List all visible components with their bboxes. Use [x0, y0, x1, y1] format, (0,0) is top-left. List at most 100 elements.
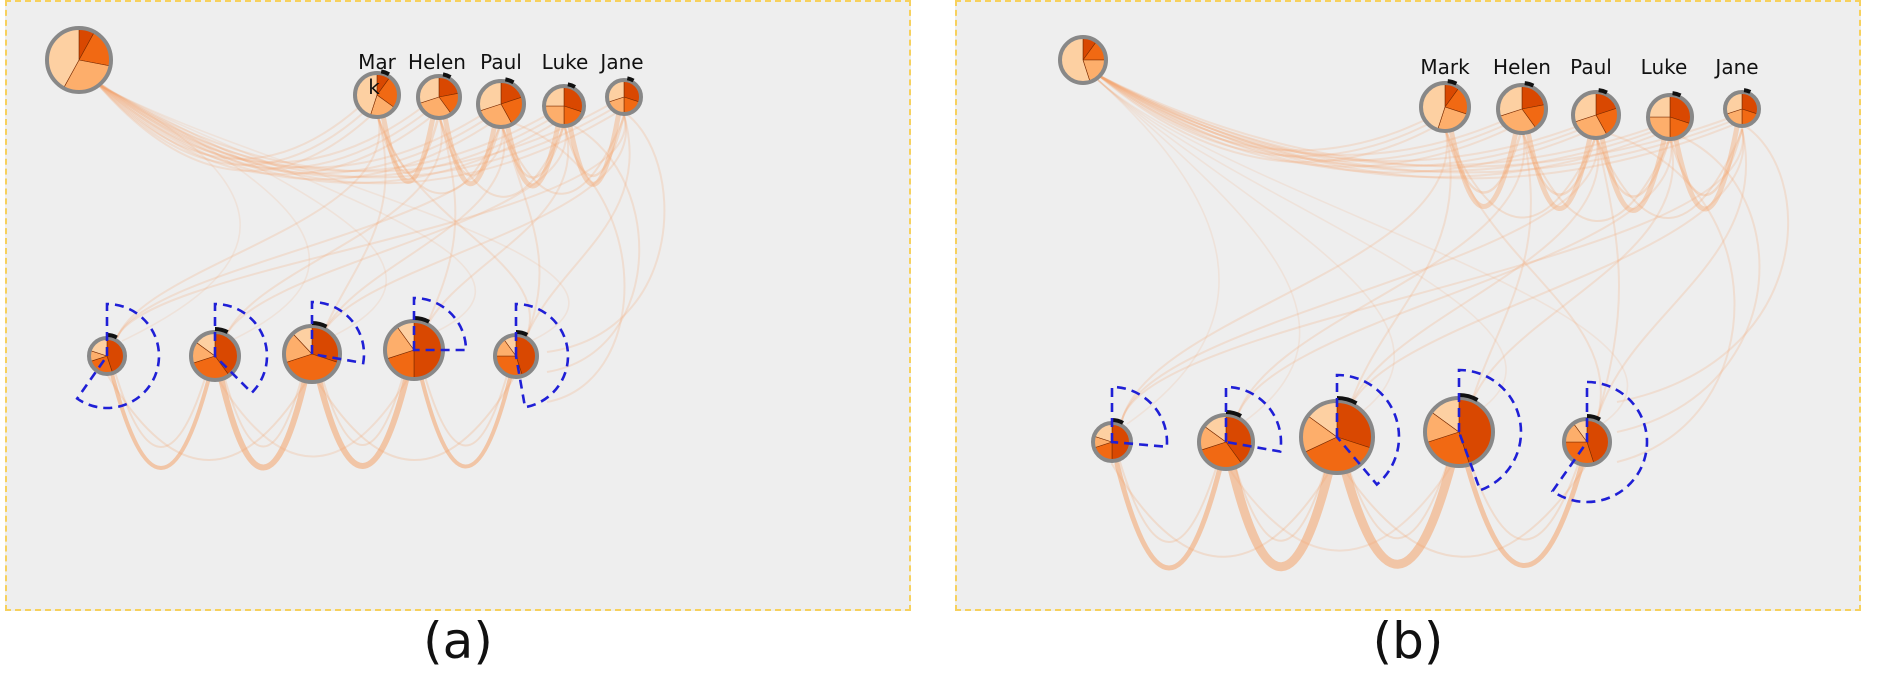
edge: [1233, 456, 1330, 542]
edge: [98, 84, 241, 342]
person-label: Paul: [1570, 55, 1612, 79]
node-outline: [282, 324, 342, 384]
edge: [93, 79, 492, 169]
selection-wedge: [213, 302, 269, 395]
edge: [1097, 74, 1533, 168]
edge: [1235, 128, 1526, 421]
edge: [1225, 453, 1460, 552]
person-label: Jane: [1713, 55, 1758, 79]
edge: [93, 79, 635, 185]
edges-b: [1097, 74, 1790, 572]
indicator-arc: [504, 77, 515, 85]
nodes-a: [45, 26, 643, 410]
edge: [417, 366, 513, 469]
edge: [1444, 126, 1602, 421]
indicator-arc: [1586, 414, 1601, 422]
edge: [93, 79, 450, 176]
edge: [376, 112, 531, 339]
edge: [106, 371, 313, 461]
node-outline: [605, 78, 643, 116]
indicator-arc: [567, 82, 576, 89]
node-outline: [1646, 93, 1694, 141]
edge: [93, 79, 625, 179]
edge: [319, 365, 407, 446]
edge: [1598, 130, 1668, 213]
edge: [1097, 74, 1681, 179]
edge: [93, 79, 615, 173]
indicator-arc: [1743, 88, 1752, 94]
node-outline: [1197, 413, 1255, 471]
edge: [114, 371, 208, 448]
edge: [379, 107, 437, 184]
selection-wedge: [412, 296, 468, 352]
node-outline: [476, 79, 526, 129]
selection-wedge: [1335, 373, 1401, 487]
edge: [98, 84, 387, 340]
edge: [1468, 136, 1674, 411]
edge: [214, 367, 415, 458]
caption-a: (a): [423, 612, 493, 670]
edge: [1097, 79, 1301, 425]
node-outline: [1058, 35, 1108, 85]
edge: [1337, 449, 1459, 569]
edge: [1097, 74, 1607, 174]
node-outline: [353, 71, 401, 119]
edge: [1121, 126, 1448, 421]
edge: [1119, 461, 1219, 543]
edge: [421, 365, 509, 447]
edge: [1121, 134, 1599, 421]
edge: [224, 114, 443, 339]
person-label: Luke: [542, 50, 589, 74]
edge: [1520, 127, 1598, 196]
edge: [93, 79, 555, 172]
person-node: [1723, 90, 1761, 128]
edge: [499, 120, 566, 179]
edge: [1596, 128, 1748, 421]
person-node: [1419, 81, 1471, 133]
person-node: [1496, 83, 1548, 135]
edge: [1121, 128, 1744, 421]
person-node: [542, 84, 586, 128]
edge: [116, 114, 627, 339]
edge: [1226, 454, 1337, 572]
edge: [1097, 74, 1743, 174]
edge: [1346, 126, 1452, 416]
edge: [1444, 128, 1597, 219]
group-node: [282, 324, 342, 384]
edge: [375, 111, 441, 175]
selection-wedge: [1110, 385, 1169, 449]
edge: [546, 111, 666, 353]
edge: [224, 123, 567, 339]
group-node: [493, 333, 539, 379]
edge: [1595, 129, 1736, 463]
edge: [93, 79, 565, 178]
indicator-arc: [1524, 81, 1535, 88]
edge: [566, 109, 622, 187]
edge: [98, 84, 570, 342]
group-node: [189, 330, 241, 382]
indicator-arc: [1672, 91, 1682, 98]
edge: [1616, 123, 1790, 403]
node-outline: [45, 26, 113, 94]
edge: [1097, 79, 1629, 425]
person-node: [605, 78, 643, 116]
edge: [321, 112, 387, 337]
edge: [311, 371, 517, 461]
edge: [1097, 74, 1661, 167]
edge: [1097, 79, 1395, 420]
person-node: [1571, 90, 1621, 140]
edge: [93, 79, 440, 170]
edge: [1616, 131, 1761, 433]
group-node: [1299, 399, 1375, 475]
nodes-b: [1058, 35, 1761, 504]
edge: [1097, 74, 1587, 162]
edge: [1097, 74, 1753, 180]
group-node: [1562, 417, 1612, 467]
edges-a: [93, 79, 666, 471]
person-node: [353, 71, 401, 119]
edge: [321, 121, 506, 337]
edge: [503, 116, 562, 189]
edge: [93, 79, 388, 172]
